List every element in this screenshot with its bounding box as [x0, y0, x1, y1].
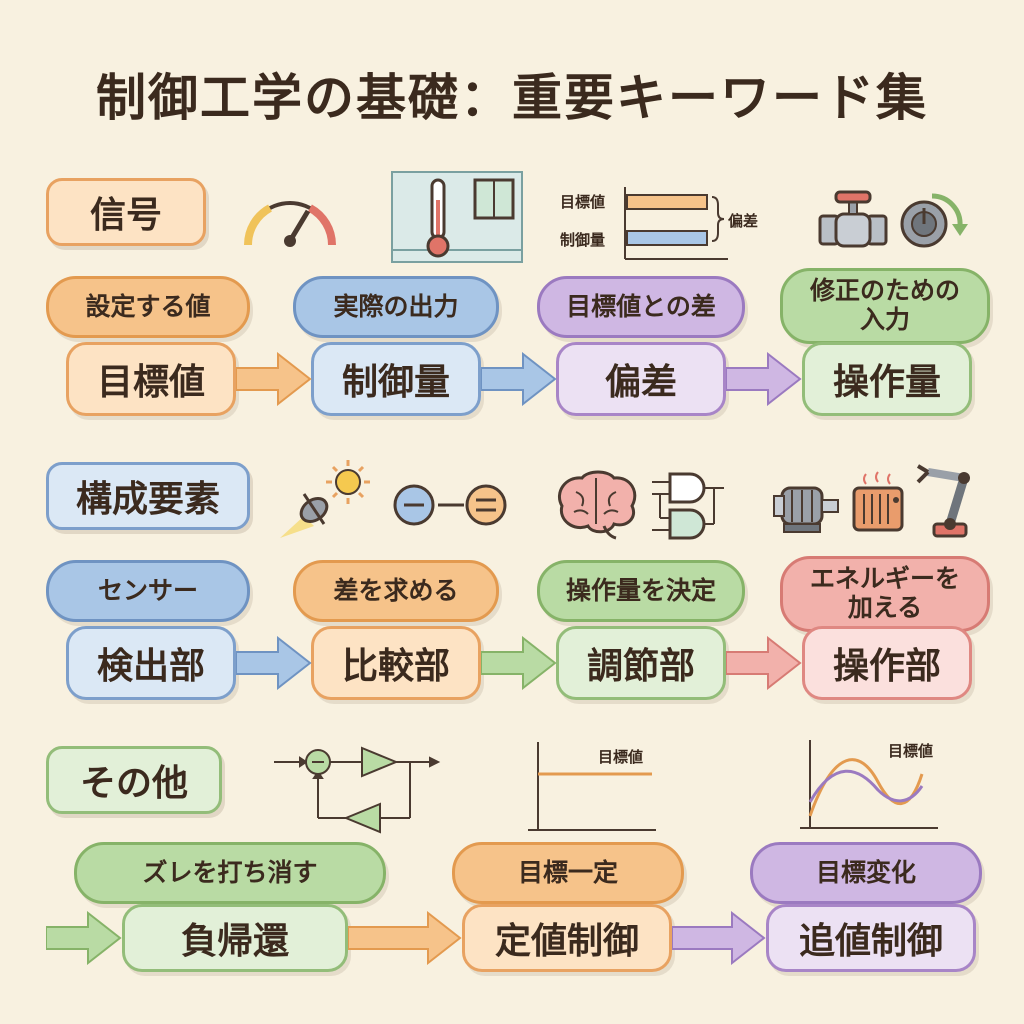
desc-pill-negative-feedback: ズレを打ち消す [74, 842, 386, 904]
term-box-comparator: 比較部 [311, 626, 481, 700]
desc-pill-actuator: エネルギーを加える [780, 556, 990, 632]
constant-graph-icon: 目標値 [528, 742, 656, 831]
section-label-signal: 信号 [46, 178, 206, 246]
arrow-comparator-to-controller [481, 636, 557, 690]
dial-icon [900, 193, 968, 248]
deviation-icon-deviation-label: 偏差 [728, 212, 758, 230]
desc-pill-controlled: 実際の出力 [293, 276, 499, 338]
desc-pill-comparator: 差を求める [293, 560, 499, 622]
arrow-detector-to-comparator [236, 636, 312, 690]
term-box-negative-feedback: 負帰還 [122, 904, 348, 972]
desc-pill-target: 設定する値 [46, 276, 250, 338]
desc-pill-deviation: 目標値との差 [537, 276, 745, 338]
thermometer-room-icon [391, 171, 523, 263]
term-box-controller: 調節部 [556, 626, 726, 700]
varying-graph-label: 目標値 [888, 742, 933, 760]
term-box-deviation: 偏差 [556, 342, 726, 416]
sensor-sun-icon [280, 460, 370, 538]
logic-gate-icon [652, 472, 724, 540]
desc-pill-constant-control: 目標一定 [452, 842, 684, 904]
section-label-elements: 構成要素 [46, 462, 250, 530]
term-box-follow-up-control: 追値制御 [766, 904, 976, 972]
heater-icon [852, 471, 904, 532]
brain-icon [558, 470, 637, 540]
deviation-bar-icon: 目標値 制御量 偏差 [560, 187, 758, 260]
desc-pill-controller: 操作量を決定 [537, 560, 745, 622]
arrow-into-negative-feedback [46, 911, 122, 965]
desc-pill-manipulated: 修正のための入力 [780, 268, 990, 344]
arrow-feedback-to-constant [348, 911, 462, 965]
valve-icon [818, 190, 888, 248]
deviation-icon-target-label: 目標値 [560, 193, 605, 211]
term-box-constant-control: 定値制御 [462, 904, 672, 972]
constant-graph-label: 目標値 [598, 748, 643, 766]
arrow-target-to-controlled [236, 352, 312, 406]
arrow-deviation-to-manipulated [726, 352, 802, 406]
desc-pill-detector: センサー [46, 560, 250, 622]
motor-icon [773, 486, 839, 533]
feedback-loop-icon [274, 746, 441, 834]
deviation-icon-controlled-label: 制御量 [560, 231, 605, 249]
gauge-icon [243, 201, 337, 247]
page-title: 制御工学の基礎：重要キーワード集 [96, 69, 928, 127]
term-box-detector: 検出部 [66, 626, 236, 700]
term-box-target: 目標値 [66, 342, 236, 416]
arrow-constant-to-follow-up [672, 911, 766, 965]
arrow-controller-to-actuator [726, 636, 802, 690]
term-box-manipulated: 操作量 [802, 342, 972, 416]
varying-graph-icon: 目標値 [800, 740, 938, 829]
term-box-controlled: 制御量 [311, 342, 481, 416]
comparator-icon [393, 484, 507, 526]
term-box-actuator: 操作部 [802, 626, 972, 700]
section-label-other: その他 [46, 746, 222, 814]
desc-pill-follow-up-control: 目標変化 [750, 842, 982, 904]
arrow-controlled-to-deviation [481, 352, 557, 406]
robot-arm-icon [916, 464, 970, 538]
